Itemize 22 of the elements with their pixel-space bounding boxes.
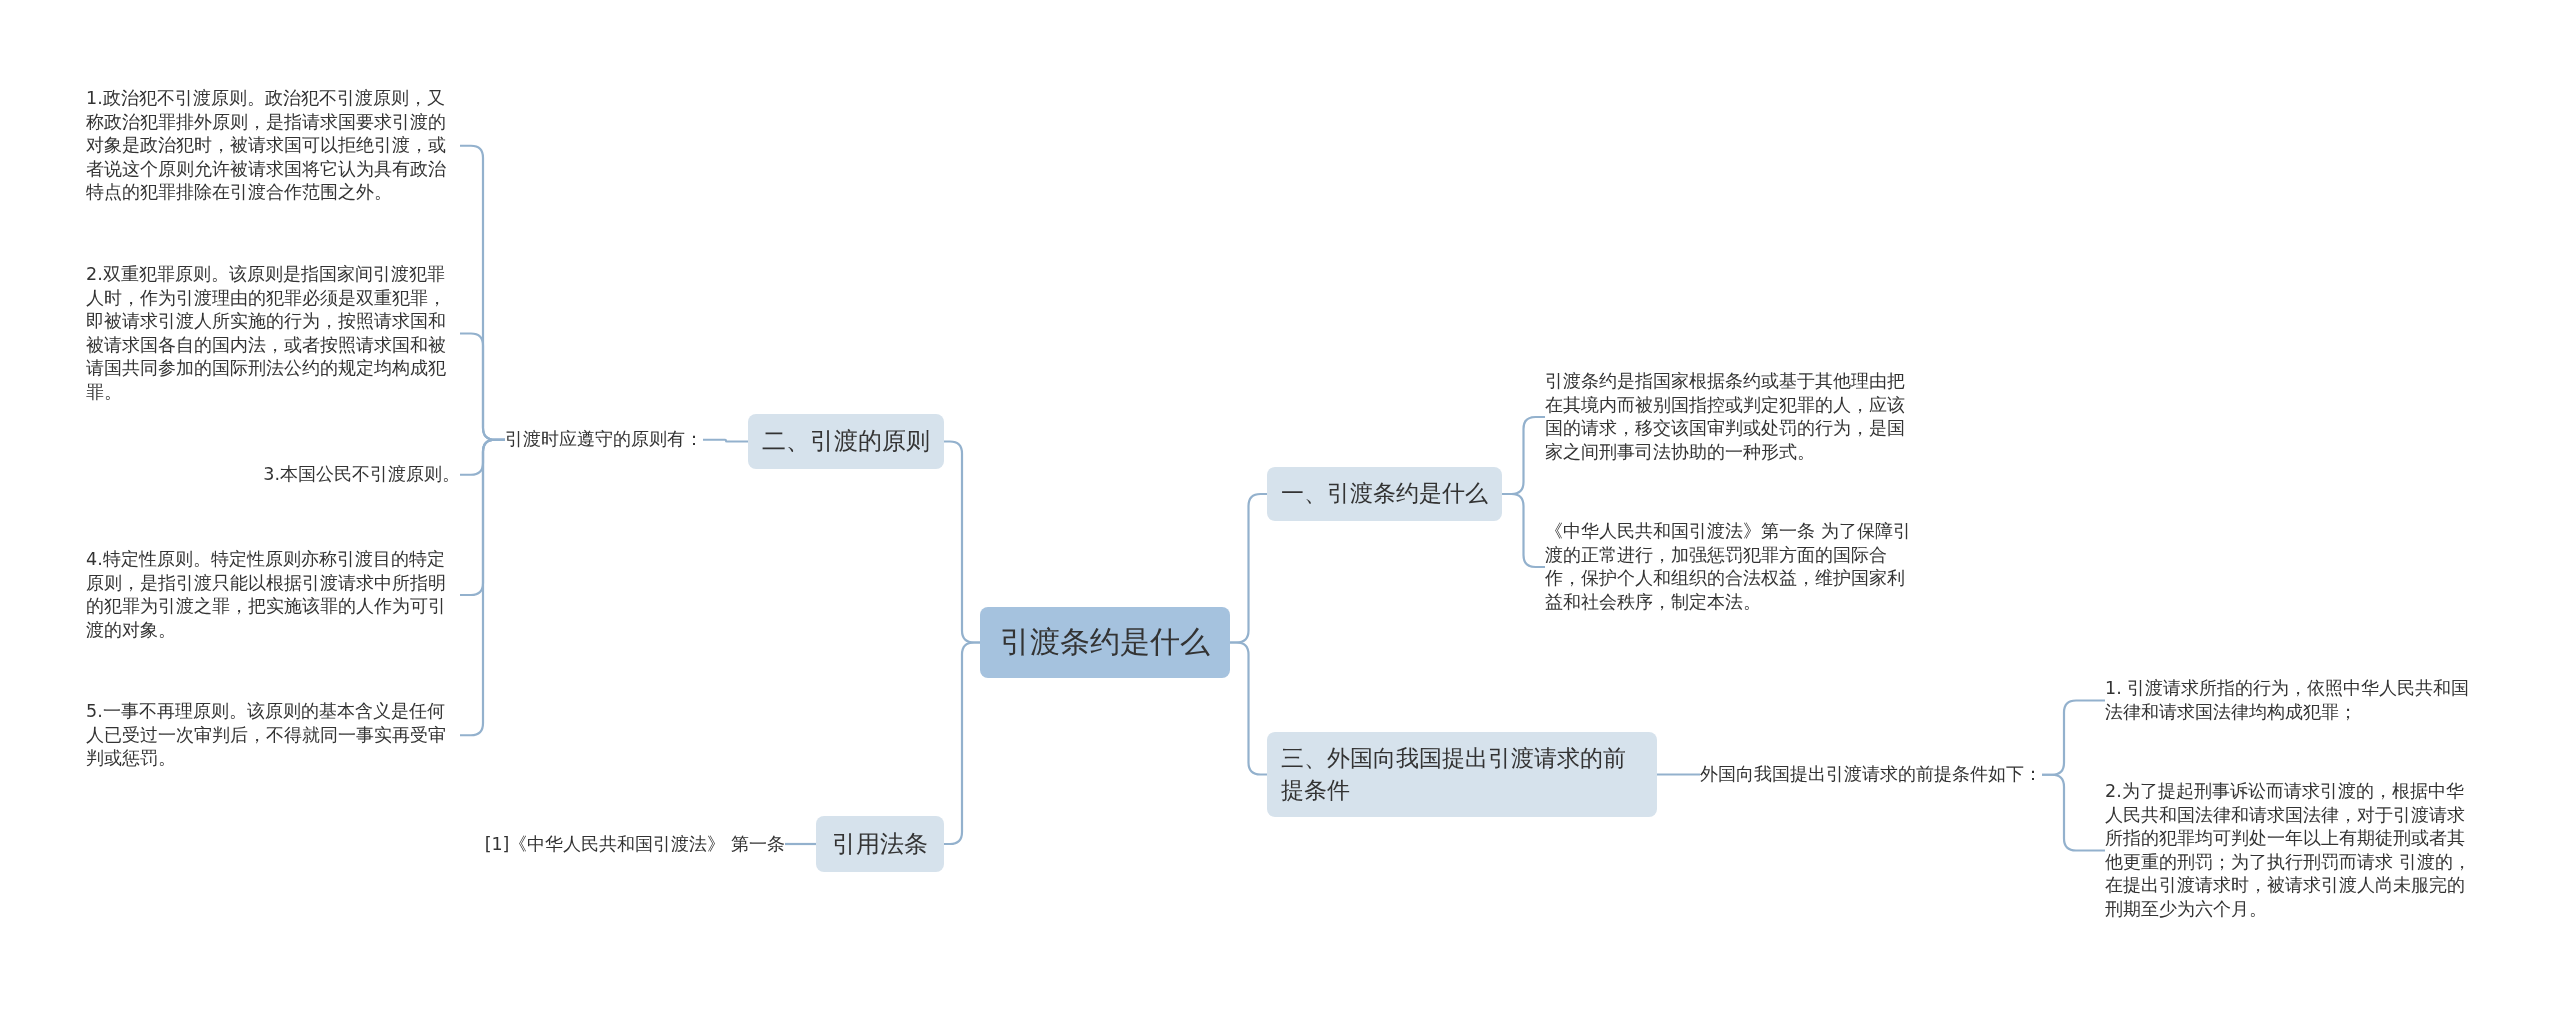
topic-box: 二、引渡的原则 <box>748 414 944 469</box>
note-text: 外国向我国提出引渡请求的前提条件如下： <box>1700 763 2042 787</box>
note-text: 引渡条约是指国家根据条约或基于其他理由把在其境内而被别国指控或判定犯罪的人，应该国的请求，移交该国审判或处罚的行为，是国家之间刑事司法协助的一种形式。 <box>1545 370 1919 464</box>
connector-line <box>1230 641 1267 776</box>
connector-line <box>785 842 816 846</box>
note-text: 《中华人民共和国引渡法》第一条 为了保障引渡的正常进行，加强惩罚犯罪方面的国际合作，保护个人和组织的合法权益，维护国家利益和社会秩序，制定本法。 <box>1545 520 1919 614</box>
note-text: 2.为了提起刑事诉讼而请求引渡的，根据中华人民共和国法律和请求国法律，对于引渡请求所指的犯罪均可判处一年以上有期徒刑或者其他更重的刑罚；为了执行刑罚而请求 引渡的，在提出引渡请求时，被请求引渡人尚未服完的刑期至少为六个月。 <box>2105 780 2473 921</box>
central-topic-box: 引渡条约是什么 <box>980 607 1230 678</box>
topic-box: 三、外国向我国提出引渡请求的前提条件 <box>1267 732 1657 817</box>
note-text: 1.政治犯不引渡原则。政治犯不引渡原则，又称政治犯罪排外原则，是指请求国要求引渡的对象是政治犯时，被请求国可以拒绝引渡，或者说这个原则允许被请求国将它认为具有政治特点的犯罪排除在引渡合作范围之外。 <box>86 87 460 205</box>
note-text: 4.特定性原则。特定性原则亦称引渡目的特定原则，是指引渡只能以根据引渡请求中所指明的犯罪为引渡之罪，把实施该罪的人作为可引渡的对象。 <box>86 548 460 642</box>
connector-line <box>2042 773 2105 852</box>
connector-line <box>1657 773 1700 776</box>
note-text: 3.本国公民不引渡原则。 <box>86 463 460 487</box>
note-text: [1]《中华人民共和国引渡法》 第一条 <box>484 833 785 857</box>
topic-box: 引用法条 <box>816 816 944 872</box>
note-text: 5.一事不再理原则。该原则的基本含义是任何人已受过一次审判后，不得就同一事实再受审判或惩罚。 <box>86 700 460 771</box>
note-text: 2.双重犯罪原则。该原则是指国家间引渡犯罪人时，作为引渡理由的犯罪必须是双重犯罪，即被请求引渡人所实施的行为，按照请求国和被请求国各自的国内法，或者按照请求国和被请国共同参加的国际刑法公约的规定均构成犯罪。 <box>86 263 460 404</box>
connector-line <box>703 438 748 443</box>
note-text: 引渡时应遵守的原则有： <box>505 428 703 452</box>
topic-box: 一、引渡条约是什么 <box>1267 467 1502 521</box>
note-text: 1. 引渡请求所指的行为，依照中华人民共和国法律和请求国法律均构成犯罪； <box>2105 677 2473 724</box>
